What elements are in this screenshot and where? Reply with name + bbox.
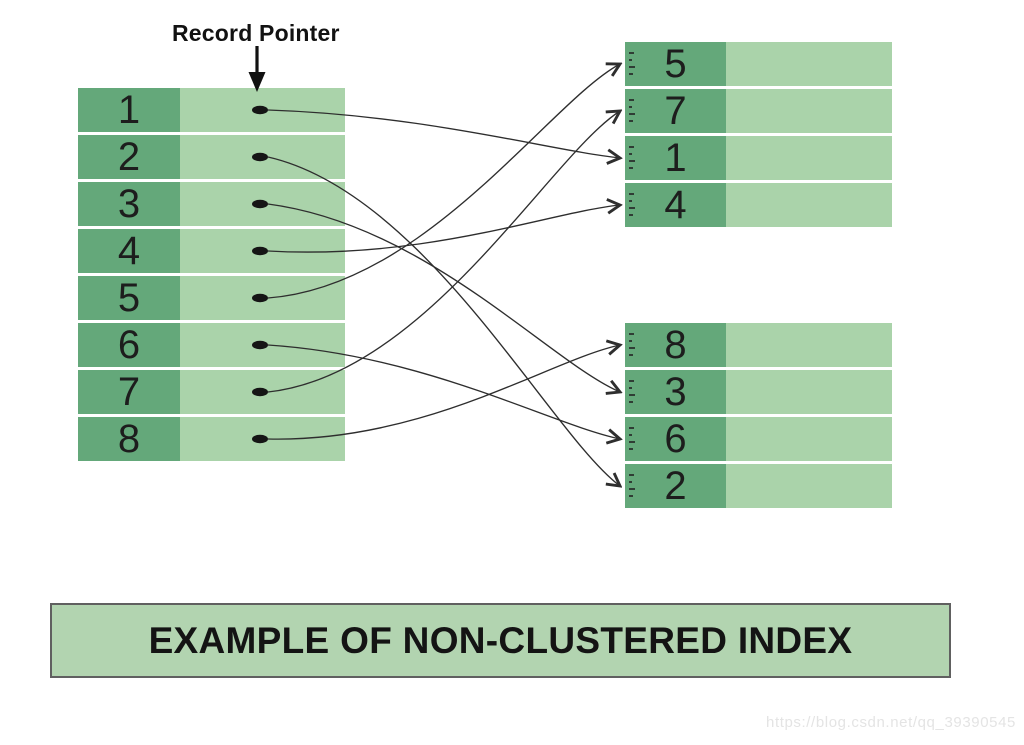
data-table-row: 4 [78,229,345,273]
key-cell: 8 [625,323,726,367]
record-cell [726,89,892,133]
record-cell [180,323,345,367]
key-cell: 7 [78,370,180,414]
record-cell [726,464,892,508]
index-table-row: 4 [625,183,892,227]
record-cell [726,42,892,86]
record-cell [180,370,345,414]
key-cell: 3 [625,370,726,414]
key-cell: 2 [78,135,180,179]
record-cell [726,417,892,461]
data-table-row: 1 [78,88,345,132]
caption-banner: EXAMPLE OF NON-CLUSTERED INDEX [50,603,951,678]
record-cell [180,229,345,273]
key-cell: 3 [78,182,180,226]
record-cell [726,370,892,414]
data-table-row: 7 [78,370,345,414]
record-cell [180,135,345,179]
record-cell [180,276,345,320]
key-cell: 4 [625,183,726,227]
key-cell: 4 [78,229,180,273]
key-cell: 8 [78,417,180,461]
index-table-row: 8 [625,323,892,367]
record-cell [180,182,345,226]
record-cell [180,417,345,461]
caption-text: EXAMPLE OF NON-CLUSTERED INDEX [148,619,853,661]
record-cell [726,136,892,180]
data-table-row: 6 [78,323,345,367]
data-table-row: 2 [78,135,345,179]
key-cell: 5 [78,276,180,320]
key-cell: 2 [625,464,726,508]
record-cell [726,323,892,367]
index-table-row: 1 [625,136,892,180]
key-cell: 5 [625,42,726,86]
key-cell: 1 [78,88,180,132]
index-table-row: 2 [625,464,892,508]
index-table-row: 6 [625,417,892,461]
key-cell: 7 [625,89,726,133]
index-table-row: 5 [625,42,892,86]
index-table-row: 7 [625,89,892,133]
watermark-text: https://blog.csdn.net/qq_39390545 [766,714,1016,731]
record-cell [180,88,345,132]
data-table-row: 3 [78,182,345,226]
key-cell: 6 [625,417,726,461]
key-cell: 1 [625,136,726,180]
record-cell [726,183,892,227]
index-table-row: 3 [625,370,892,414]
data-table-row: 8 [78,417,345,461]
key-cell: 6 [78,323,180,367]
data-table-row: 5 [78,276,345,320]
record-pointer-label: Record Pointer [172,20,340,46]
